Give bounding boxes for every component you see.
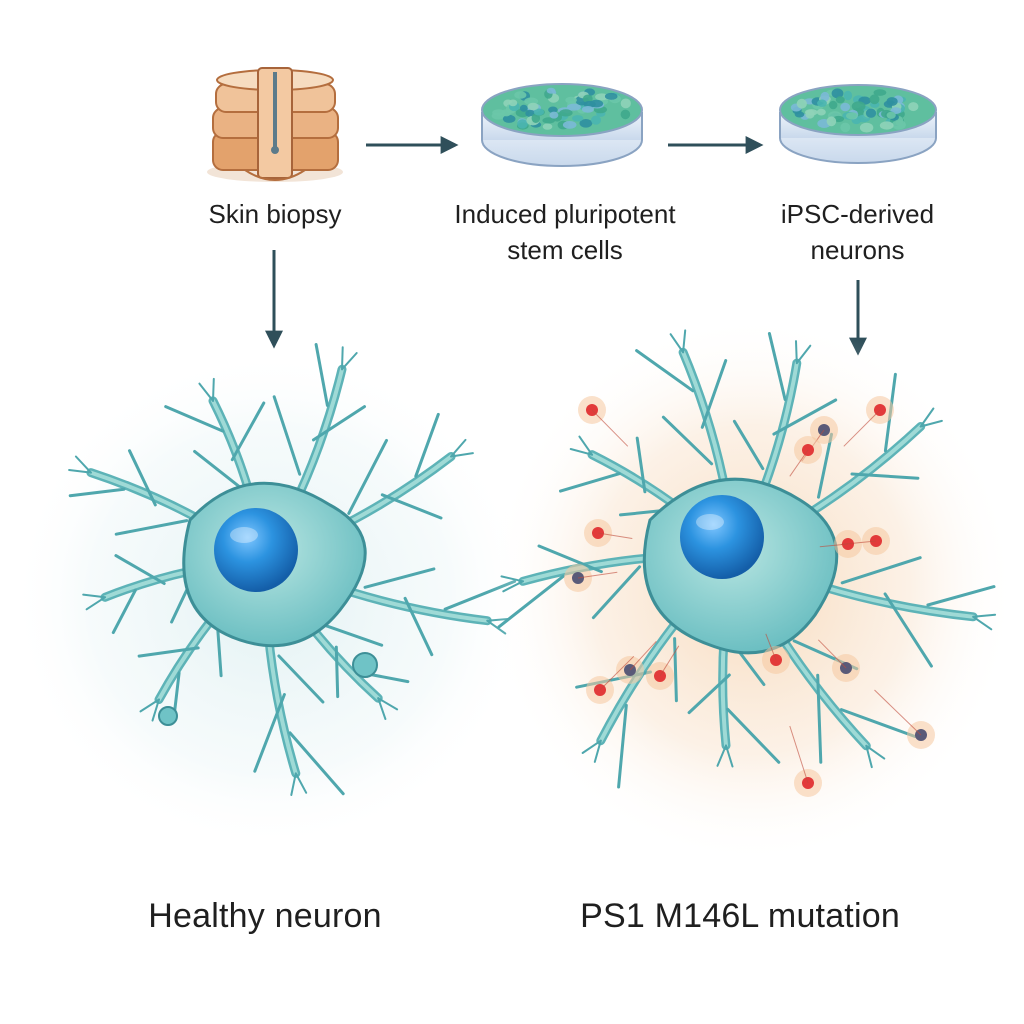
healthy-neuron-label: Healthy neuron [148,897,382,935]
mutant-neuron-illustration [487,315,1017,865]
petri-dish-icon [481,83,643,167]
ipsc-line-1: Induced pluripotent [454,199,676,229]
healthy-neuron-illustration [10,343,530,850]
ipsc-line-2: stem cells [507,235,623,265]
ipsc-neurons-line-2: neurons [810,235,905,265]
step-label-ipsc: Induced pluripotent stem cells [425,196,705,268]
skin-biopsy-text: Skin biopsy [208,199,342,229]
step-label-ipsc-neurons: iPSC-derived neurons [745,196,970,268]
mutant-neuron-label: PS1 M146L mutation [580,897,900,935]
step-label-skin-biopsy: Skin biopsy [170,196,380,232]
petri-dish-icon [779,84,937,164]
skin-tissue-icon [207,67,343,182]
ipsc-neurons-line-1: iPSC-derived [780,199,935,229]
